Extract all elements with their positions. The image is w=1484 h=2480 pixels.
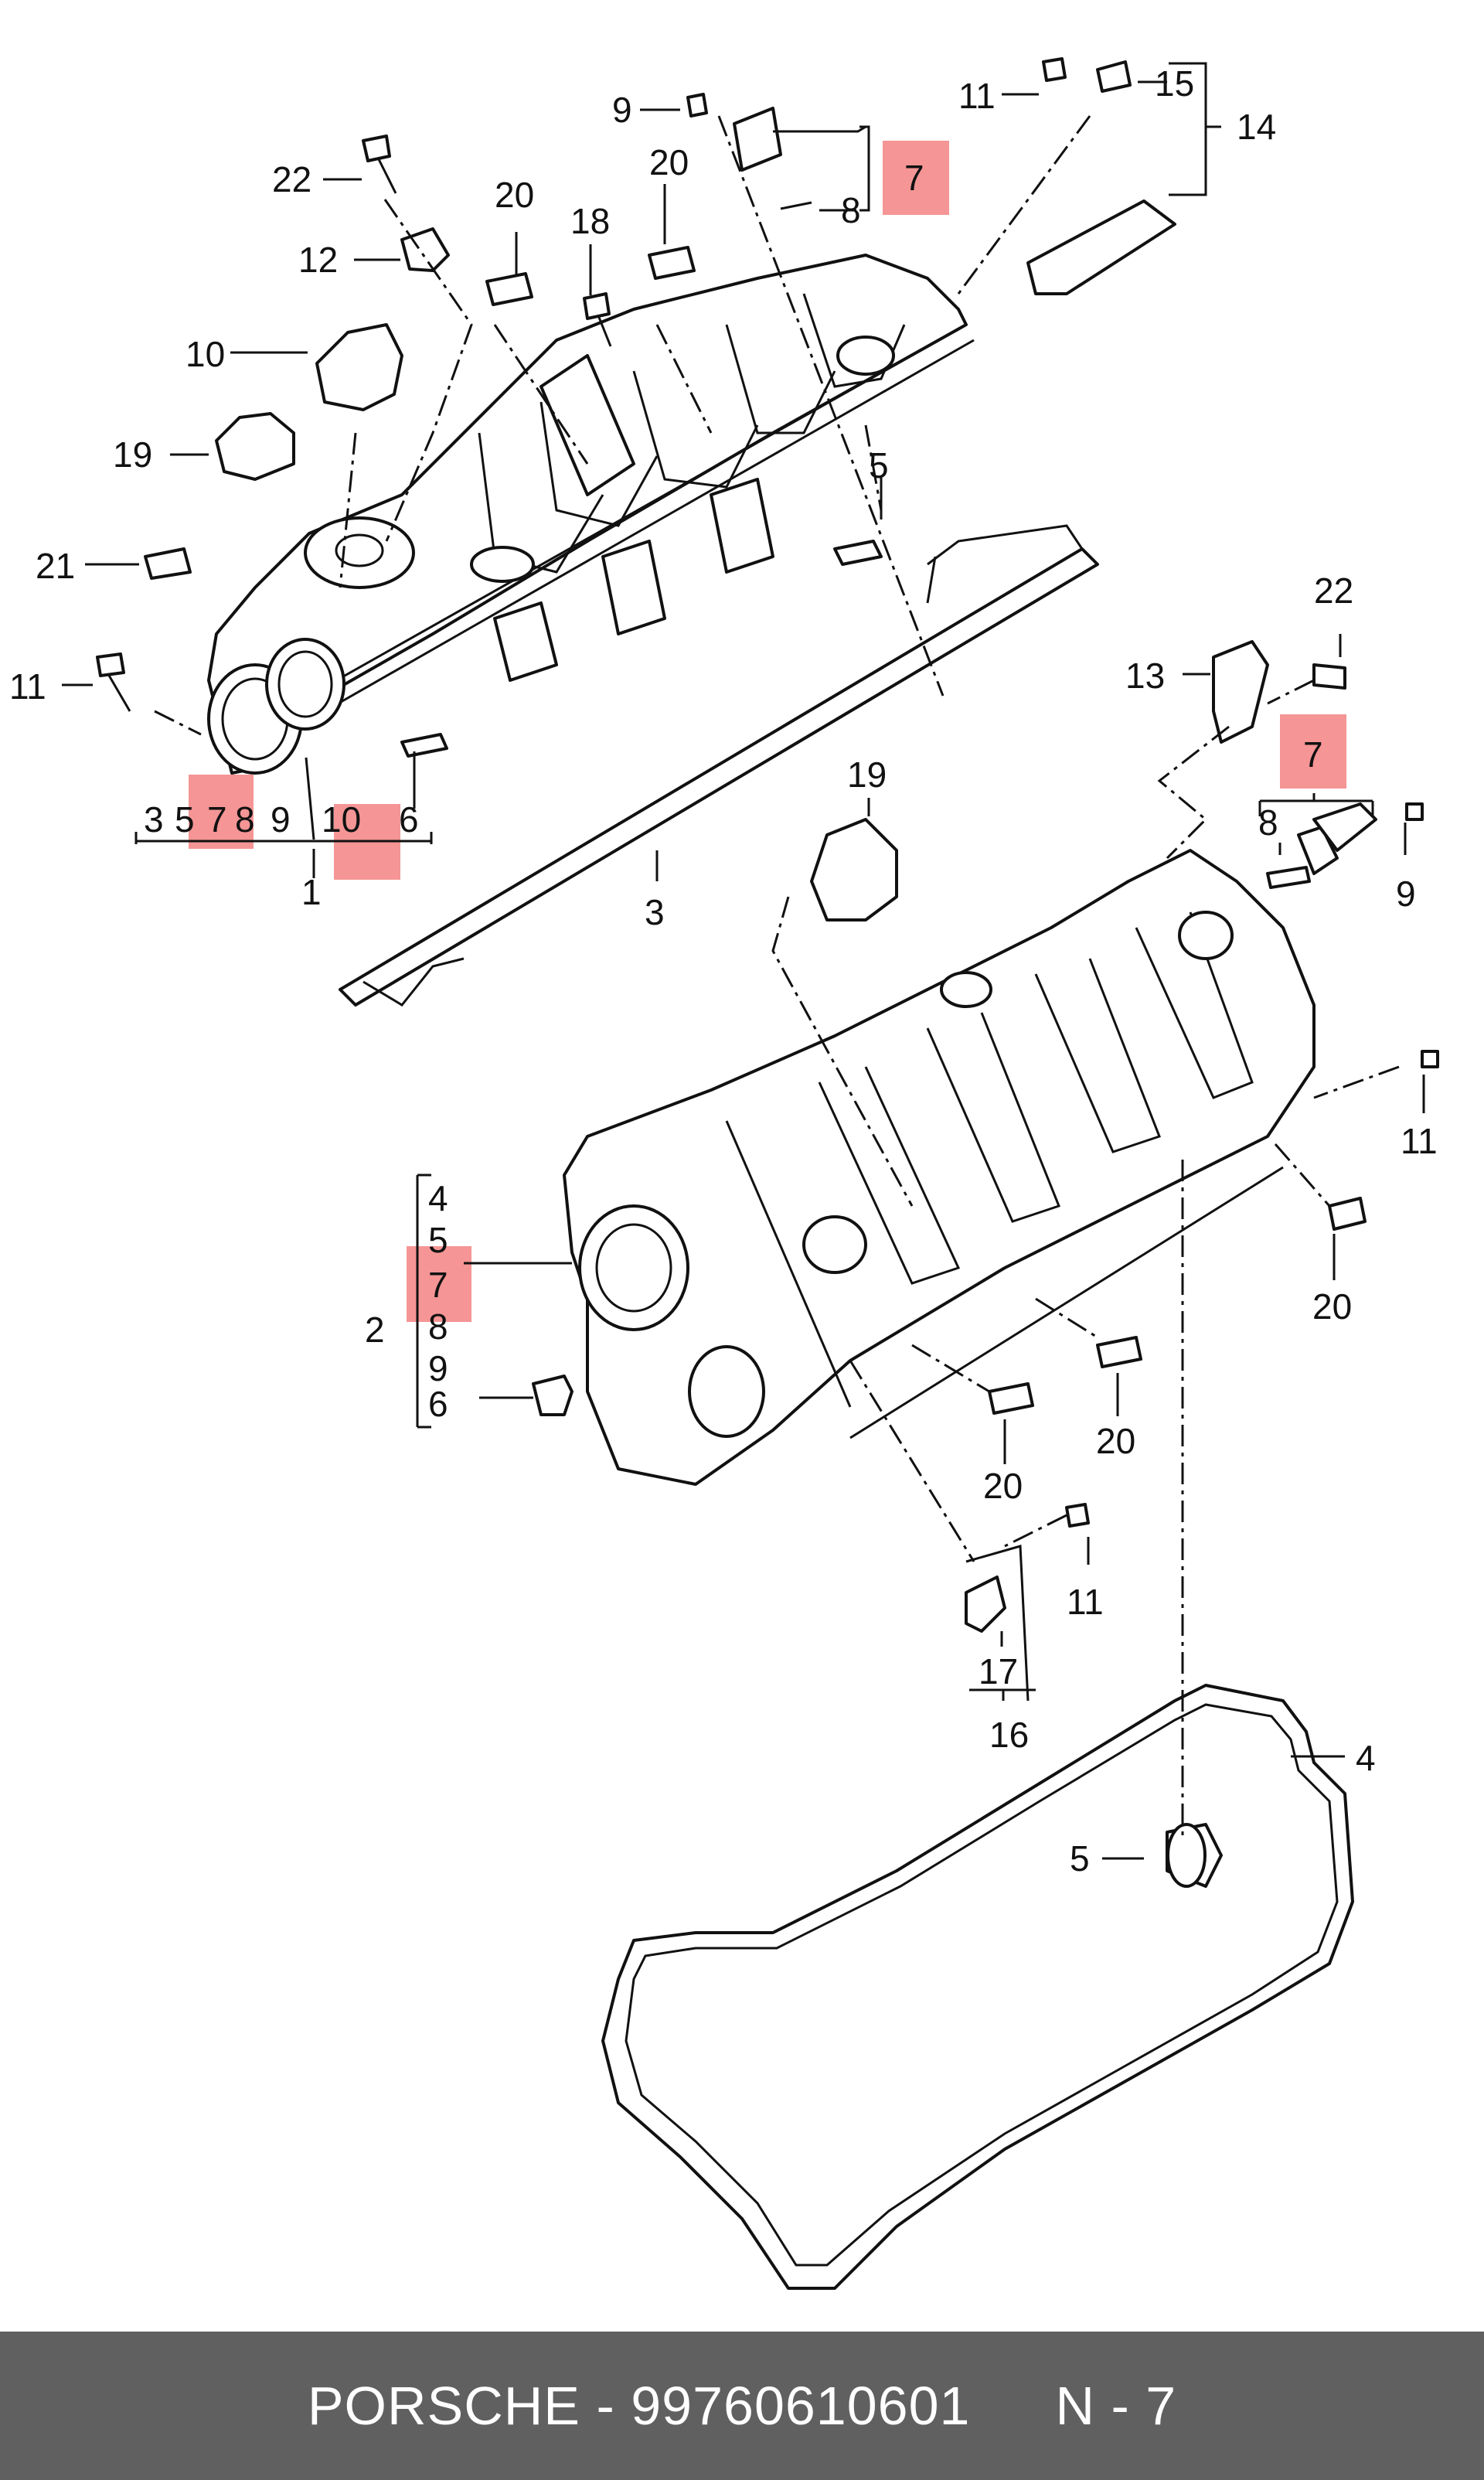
gasket-3 (339, 524, 1099, 1007)
label-15: 15 (1155, 63, 1194, 104)
label-11-left: 11 (9, 666, 46, 707)
label-group1-8: 8 (235, 799, 255, 840)
label-7-top: 7 (904, 158, 924, 198)
footer-dash: - (596, 2376, 615, 2436)
label-8-top: 8 (841, 190, 861, 230)
label-8-right: 8 (1258, 802, 1278, 843)
label-group2-9: 9 (428, 1348, 448, 1388)
upper-valve-cover (207, 254, 975, 775)
label-16: 16 (989, 1715, 1029, 1755)
highlight-7-right (1280, 714, 1346, 789)
label-20-right: 20 (1312, 1286, 1352, 1327)
gasket-4 (601, 1684, 1354, 2290)
label-13: 13 (1125, 656, 1165, 696)
label-22-top: 22 (272, 159, 311, 199)
label-20-a: 20 (495, 175, 534, 215)
label-group2-5: 5 (428, 1220, 448, 1260)
label-11-top: 11 (958, 76, 996, 116)
label-1: 1 (301, 872, 322, 912)
label-3: 3 (645, 892, 665, 932)
label-group2-4: 4 (428, 1178, 448, 1218)
label-group2-6: 6 (428, 1384, 448, 1424)
label-12: 12 (298, 240, 338, 280)
label-20-lower-a: 20 (1096, 1421, 1135, 1461)
label-group1-7: 7 (207, 799, 227, 840)
label-11-lower: 11 (1067, 1582, 1104, 1622)
footer-bar: PORSCHE - 99760610601 N - 7 (0, 2332, 1484, 2480)
label-20-b: 20 (649, 142, 689, 182)
label-21: 21 (36, 546, 75, 586)
label-group1-3: 3 (144, 799, 164, 840)
label-9-right: 9 (1396, 874, 1416, 914)
label-group1-5: 5 (175, 799, 195, 840)
lower-valve-cover (563, 849, 1316, 1486)
label-group1-9: 9 (271, 799, 291, 840)
label-20-lower-b: 20 (983, 1466, 1023, 1506)
label-group2-7: 7 (428, 1265, 448, 1305)
highlight-7-group1 (189, 775, 254, 849)
label-18: 18 (570, 201, 610, 241)
highlight-7-top (883, 141, 949, 215)
label-group1-6: 6 (399, 799, 419, 840)
small-parts (96, 57, 1439, 1888)
label-group1-10: 10 (322, 799, 361, 840)
label-19-top: 19 (113, 434, 152, 475)
label-7-right: 7 (1303, 734, 1323, 775)
footer-ref: N - 7 (1055, 2376, 1177, 2436)
label-10: 10 (186, 334, 225, 374)
footer-brand: PORSCHE (307, 2376, 580, 2436)
label-5-lower: 5 (1070, 1838, 1090, 1879)
label-19-mid: 19 (847, 755, 887, 795)
label-9-top: 9 (612, 90, 632, 130)
label-5-top: 5 (869, 445, 889, 485)
label-17: 17 (979, 1651, 1018, 1691)
label-2: 2 (365, 1310, 385, 1350)
label-11-right: 11 (1401, 1121, 1438, 1161)
part-labels: 22 12 10 19 21 11 20 18 9 20 7 8 11 15 1… (9, 63, 1438, 1879)
label-4: 4 (1356, 1738, 1376, 1778)
exploded-parts-diagram: 22 12 10 19 21 11 20 18 9 20 7 8 11 15 1… (9, 57, 1439, 2290)
label-14: 14 (1237, 107, 1276, 147)
leader-lines (62, 62, 1425, 1860)
footer-part-number: 99760610601 (631, 2376, 971, 2436)
label-22-right: 22 (1314, 571, 1353, 611)
label-group2-8: 8 (428, 1306, 448, 1347)
